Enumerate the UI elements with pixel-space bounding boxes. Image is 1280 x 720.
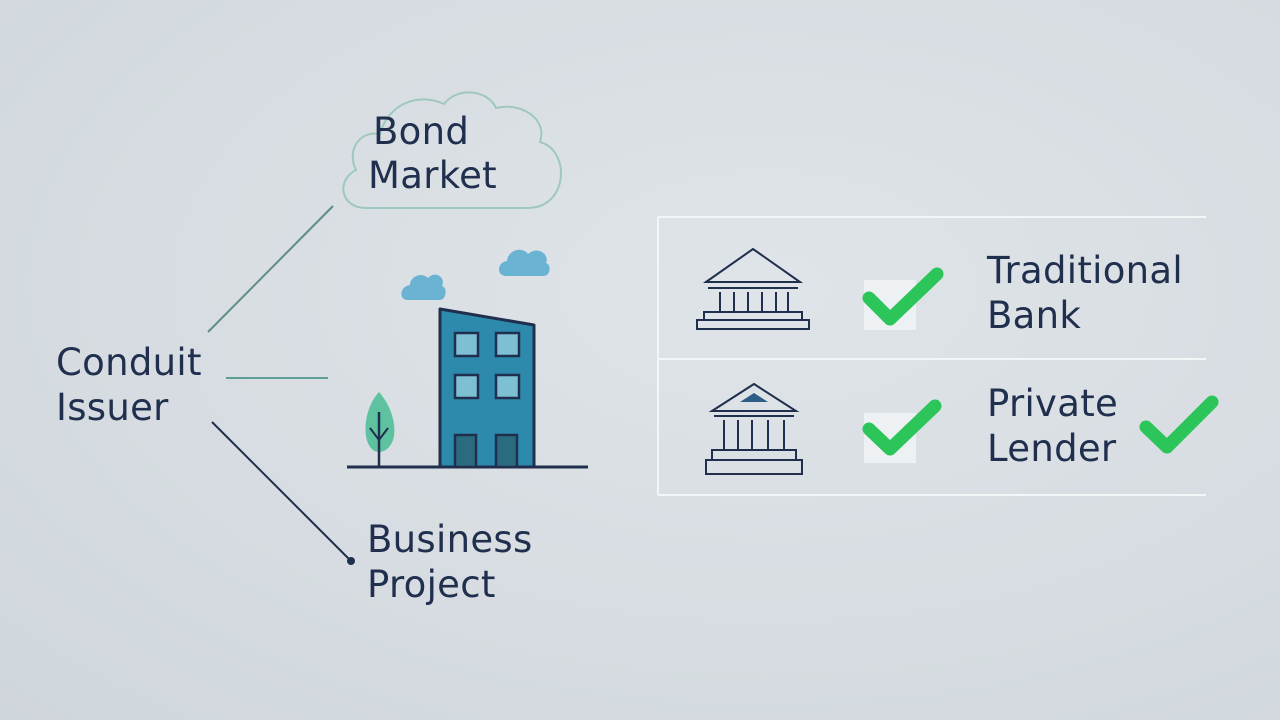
traditional-bank-label: Traditional Bank bbox=[987, 248, 1183, 338]
private-lender-label: Private Lender bbox=[987, 381, 1118, 471]
conduit-issuer-line2: Issuer bbox=[56, 386, 169, 429]
private-lender-line1: Private bbox=[987, 382, 1119, 425]
small-cloud-icon bbox=[498, 249, 550, 276]
traditional-bank-line2: Bank bbox=[987, 294, 1082, 337]
check-icon bbox=[862, 267, 944, 326]
building-icon bbox=[438, 307, 536, 469]
bond-market-line1: Bond bbox=[373, 110, 470, 153]
conduit-issuer-label: Conduit Issuer bbox=[56, 340, 202, 430]
traditional-bank-line1: Traditional bbox=[987, 249, 1183, 292]
connector-to-business-project bbox=[211, 421, 351, 561]
check-icon bbox=[862, 399, 942, 456]
bond-market-line2: Market bbox=[368, 154, 497, 197]
connector-to-bond-market bbox=[207, 205, 334, 333]
small-cloud-icon bbox=[401, 274, 446, 300]
connector-end-dot bbox=[347, 557, 355, 565]
cloud-icon bbox=[342, 91, 562, 209]
tree-icon bbox=[365, 392, 395, 467]
business-project-line2: Project bbox=[367, 563, 496, 606]
conduit-issuer-line1: Conduit bbox=[56, 341, 202, 384]
business-project-line1: Business bbox=[367, 518, 533, 561]
bank-building-icon bbox=[705, 382, 803, 475]
business-project-label: Business Project bbox=[367, 517, 533, 607]
check-icon bbox=[1139, 395, 1219, 454]
private-lender-line2: Lender bbox=[987, 427, 1117, 470]
bank-building-icon bbox=[696, 247, 810, 330]
bond-market-label: Bond Market bbox=[368, 110, 497, 198]
